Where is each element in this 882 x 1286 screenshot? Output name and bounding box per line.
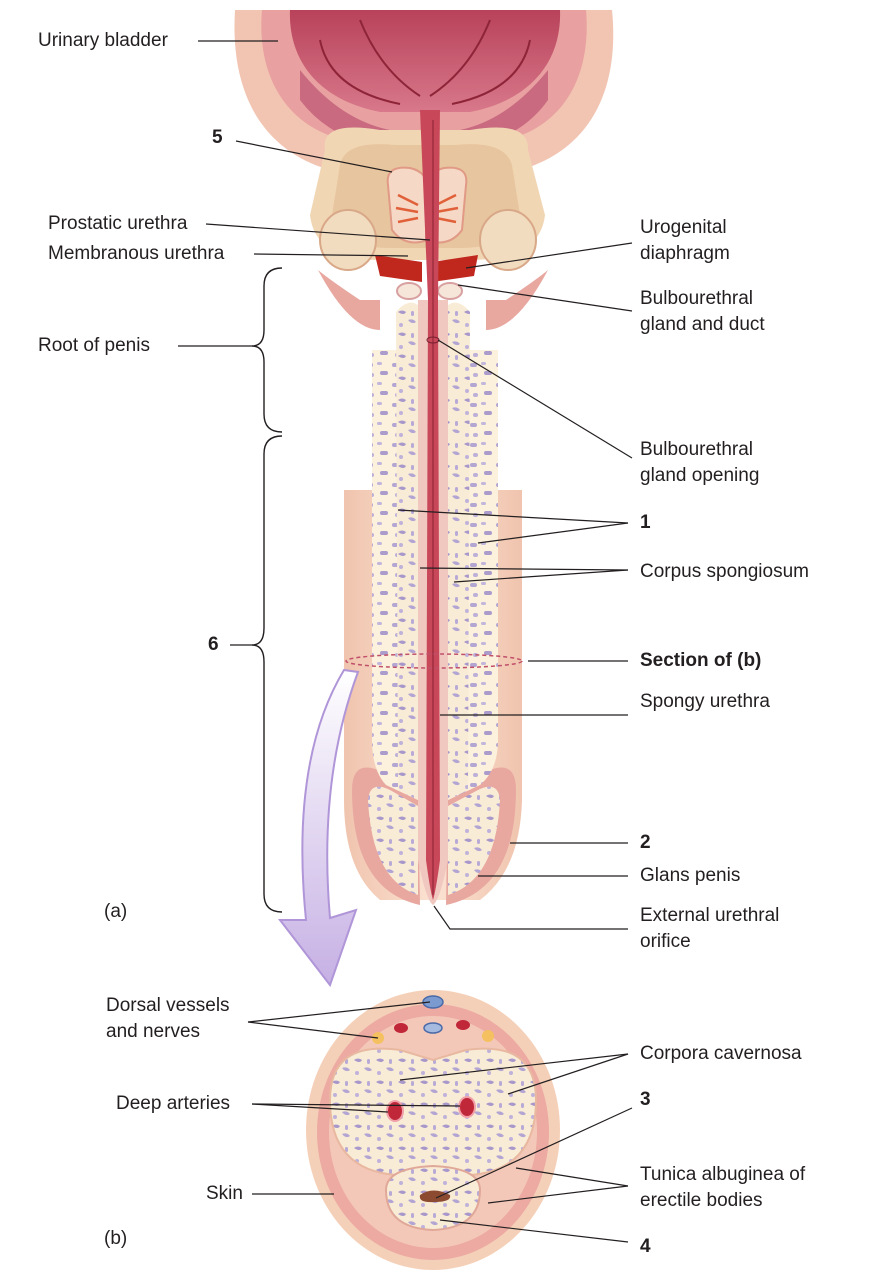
label-membranous-urethra: Membranous urethra	[48, 243, 225, 264]
label-dorsal-vessels-line1: Dorsal vessels	[106, 995, 230, 1016]
label-glans-penis: Glans penis	[640, 865, 741, 886]
label-corpora-cavernosa: Corpora cavernosa	[640, 1043, 802, 1064]
cross-section	[306, 990, 560, 1270]
label-skin: Skin	[206, 1183, 243, 1204]
root-brace	[251, 267, 283, 433]
label-bulbourethral-opening-line1: Bulbourethral	[640, 439, 754, 460]
label-number-3: 3	[640, 1089, 651, 1110]
label-bulbourethral-gland-duct-line1: Bulbourethral	[640, 288, 754, 309]
label-root-of-penis: Root of penis	[38, 335, 150, 356]
label-panel-a: (a)	[104, 901, 128, 922]
label-number-6: 6	[208, 634, 219, 655]
label-dorsal-vessels-line2: and nerves	[106, 1021, 201, 1042]
dorsal-nerve-right	[482, 1030, 494, 1042]
label-external-orifice-line2: orifice	[640, 931, 691, 952]
dorsal-artery-right	[456, 1020, 470, 1030]
label-external-orifice-line1: External urethral	[640, 905, 780, 926]
deep-artery-right	[458, 1096, 476, 1118]
section-arrow	[277, 668, 360, 988]
dorsal-vein-mid	[423, 1022, 443, 1034]
label-bulbourethral-gland-duct-line2: gland and duct	[640, 314, 765, 335]
dorsal-artery-left	[394, 1023, 408, 1033]
label-section-of-b: Section of (b)	[640, 650, 762, 671]
label-tunica-albuginea-line2: erectile bodies	[640, 1190, 763, 1211]
label-spongy-urethra: Spongy urethra	[640, 691, 770, 712]
urogenital-diaphragm	[375, 255, 478, 300]
label-urinary-bladder: Urinary bladder	[38, 30, 168, 51]
label-number-1: 1	[640, 512, 651, 533]
label-number-5: 5	[212, 127, 223, 148]
dorsal-vein-top	[422, 995, 444, 1009]
label-panel-b: (b)	[104, 1228, 128, 1249]
label-corpus-spongiosum: Corpus spongiosum	[640, 561, 809, 582]
label-urogenital-diaphragm-line1: Urogenital	[640, 217, 727, 238]
label-number-2: 2	[640, 832, 651, 853]
section-plane-ring	[345, 653, 523, 669]
label-urogenital-diaphragm-line2: diaphragm	[640, 243, 730, 264]
shaft-brace	[251, 435, 283, 913]
label-number-4: 4	[640, 1236, 651, 1257]
label-deep-arteries: Deep arteries	[116, 1093, 231, 1114]
label-prostatic-urethra: Prostatic urethra	[48, 213, 188, 234]
label-bulbourethral-opening-line2: gland opening	[640, 465, 760, 486]
urinary-bladder	[234, 10, 614, 170]
deep-artery-left	[386, 1100, 404, 1122]
leader-lines	[178, 40, 633, 1243]
label-tunica-albuginea-line1: Tunica albuginea of	[640, 1164, 806, 1185]
